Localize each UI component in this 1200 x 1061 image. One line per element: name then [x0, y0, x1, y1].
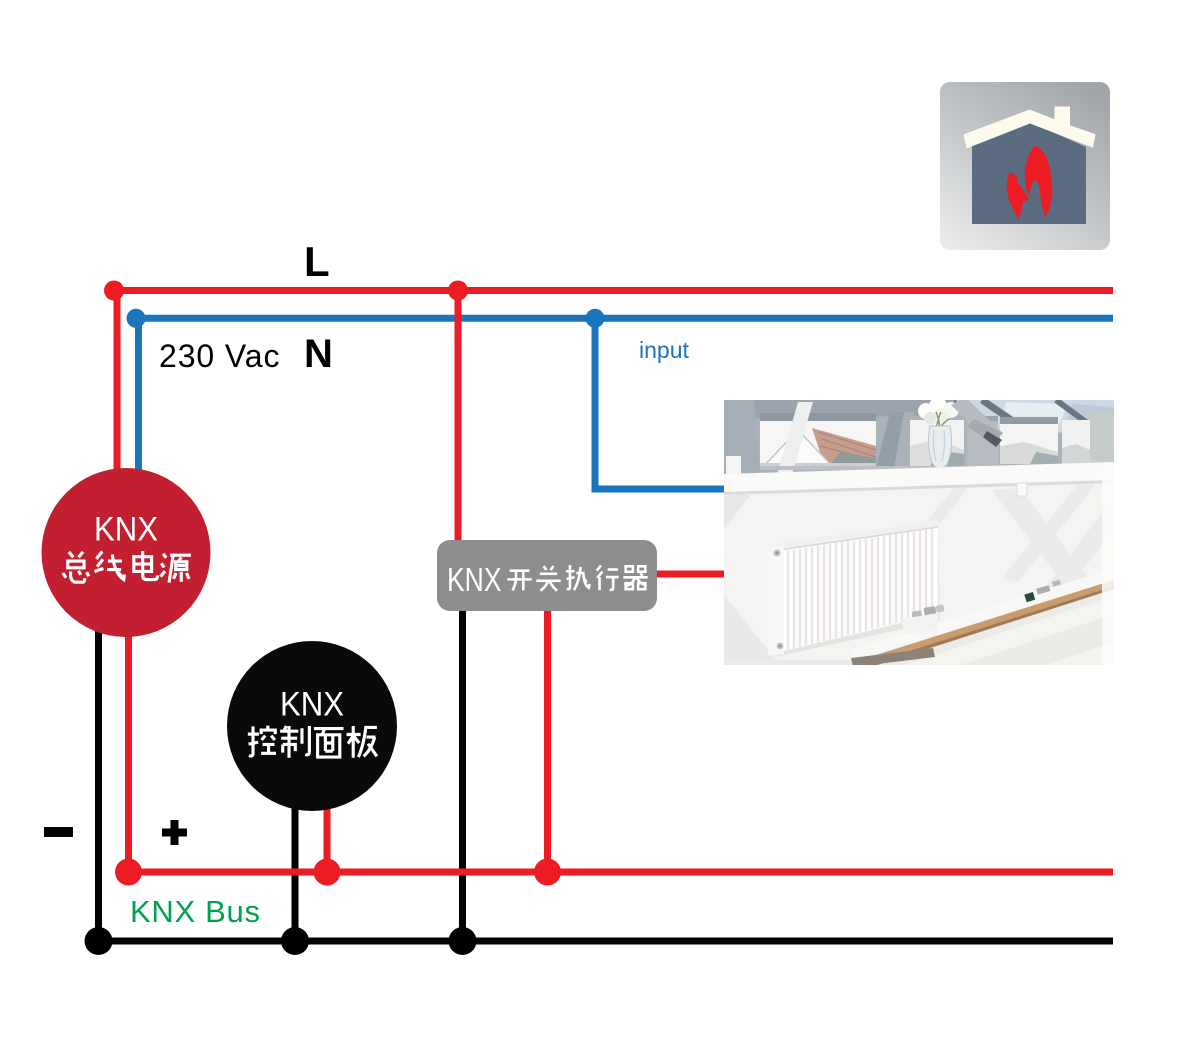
svg-text:input: input: [639, 337, 689, 363]
svg-text:KNX Bus: KNX Bus: [130, 894, 261, 929]
svg-text:230 Vac: 230 Vac: [159, 338, 280, 374]
svg-text:L: L: [304, 238, 330, 285]
svg-text:KNX: KNX: [94, 510, 158, 548]
svg-text:KNX: KNX: [447, 561, 502, 598]
svg-text:KNX: KNX: [280, 685, 344, 723]
svg-text:N: N: [304, 332, 333, 376]
